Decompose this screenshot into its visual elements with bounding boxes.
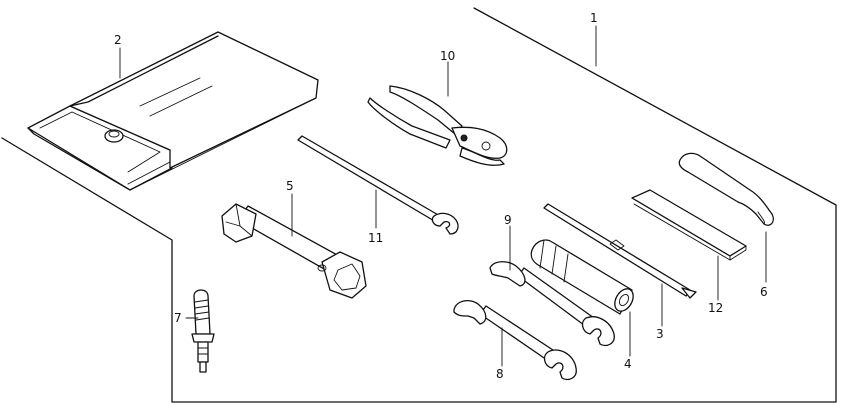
callout-7: 7 [174, 311, 182, 325]
box-wrench [221, 203, 367, 299]
callout-5: 5 [286, 179, 294, 193]
callout-4: 4 [624, 357, 632, 371]
open-end-wrench-upper [489, 261, 615, 347]
hook-spanner [678, 152, 774, 226]
callout-6: 6 [760, 285, 768, 299]
callout-9: 9 [504, 213, 512, 227]
pliers [367, 85, 508, 166]
callout-12: 12 [708, 301, 723, 315]
open-end-wrench-lower [453, 299, 577, 381]
callout-10: 10 [440, 49, 455, 63]
leader-lines [119, 25, 767, 367]
callout-11: 11 [368, 231, 383, 245]
spark-plug-pin [191, 289, 215, 373]
rod-wrench [297, 135, 459, 235]
flat-bar [631, 189, 747, 261]
callout-1: 1 [590, 11, 598, 25]
screwdriver-shaft [543, 203, 697, 299]
callout-3: 3 [656, 327, 664, 341]
callout-2: 2 [114, 33, 122, 47]
kit-boundary [1, 7, 837, 403]
screwdriver-handle [530, 239, 634, 315]
callout-8: 8 [496, 367, 504, 381]
tool-bag [27, 31, 319, 191]
